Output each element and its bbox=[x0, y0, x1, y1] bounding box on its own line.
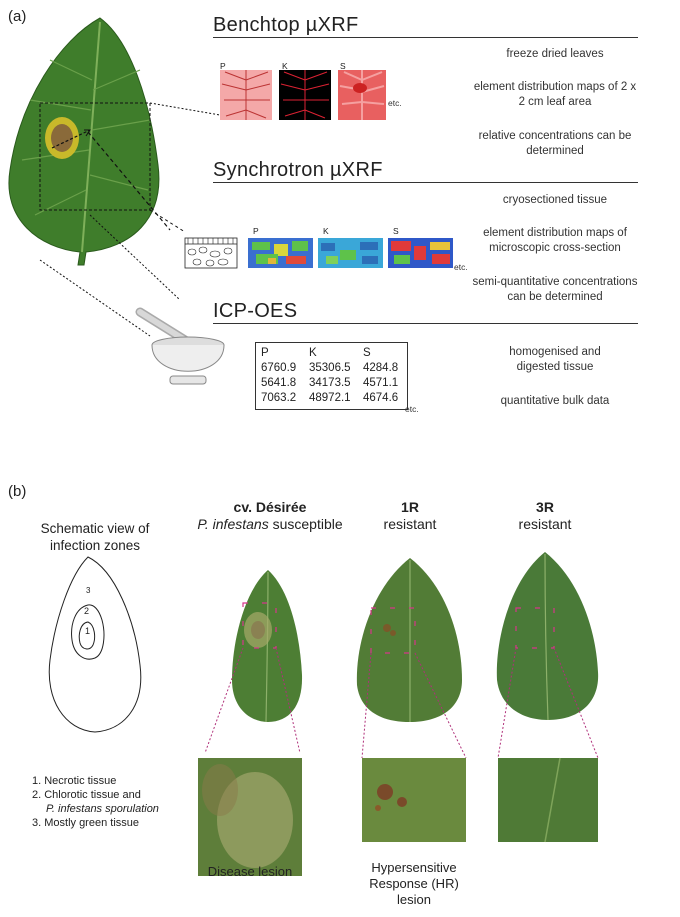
cross-section-icon bbox=[184, 237, 238, 269]
cultivar-sub: susceptible bbox=[268, 516, 343, 532]
schematic-leaf-outline bbox=[48, 556, 142, 733]
panel-a-graphic bbox=[8, 17, 238, 385]
legend-item: 1. Necrotic tissue bbox=[32, 775, 117, 787]
cultivar-sub: resistant bbox=[383, 516, 437, 532]
table-cell: 35306.5 bbox=[309, 362, 351, 374]
benchtop-elem-k: K bbox=[282, 61, 288, 71]
schematic-title: Schematic view of infection zones bbox=[40, 521, 150, 553]
synch-elem-k: K bbox=[323, 226, 329, 236]
table-cell: 4674.6 bbox=[363, 392, 399, 404]
benchtop-map-s bbox=[338, 70, 386, 120]
table-cell: 4571.1 bbox=[363, 377, 399, 389]
icp-title: ICP-OES bbox=[213, 300, 298, 322]
cultivar-name: 1R bbox=[401, 499, 419, 515]
icp-desc-1: homogenised and digested tissue bbox=[509, 346, 601, 373]
benchtop-desc-1: freeze dried leaves bbox=[506, 48, 604, 60]
synch-elem-p: P bbox=[253, 226, 259, 236]
benchtop-map-k bbox=[279, 70, 331, 120]
table-row: 5641.8 34173.5 4571.1 bbox=[261, 376, 402, 391]
table-header-cell: S bbox=[363, 347, 371, 359]
zone-label-1: 1 bbox=[85, 626, 91, 636]
leaf-photo-3r bbox=[496, 552, 599, 720]
icp-etc: etc. bbox=[405, 404, 419, 414]
table-cell: 7063.2 bbox=[261, 392, 297, 404]
benchtop-rule bbox=[213, 37, 638, 38]
table-cell: 5641.8 bbox=[261, 377, 297, 389]
leaf-illustration bbox=[8, 17, 160, 266]
benchtop-desc-2: element distribution maps of 2 x 2 cm le… bbox=[473, 81, 637, 108]
zone-label-2: 2 bbox=[84, 606, 90, 616]
legend-item: 2. Chlorotic tissue and bbox=[32, 789, 141, 801]
table-header-row: P K S bbox=[261, 346, 402, 361]
benchtop-elem-s: S bbox=[340, 61, 346, 71]
synch-map-p bbox=[248, 238, 313, 268]
synch-map-s bbox=[388, 238, 453, 268]
table-row: 6760.9 35306.5 4284.8 bbox=[261, 361, 402, 376]
icp-rule bbox=[213, 323, 638, 324]
table-cell: 6760.9 bbox=[261, 362, 297, 374]
table-cell: 48972.1 bbox=[309, 392, 351, 404]
benchtop-etc: etc. bbox=[388, 98, 402, 108]
table-cell: 4284.8 bbox=[363, 362, 399, 374]
cultivar-1r-title: 1R resistant bbox=[365, 499, 455, 533]
mortar-pestle-icon bbox=[135, 307, 225, 385]
icp-desc-2: quantitative bulk data bbox=[500, 395, 610, 407]
panel-b-label: (b) bbox=[8, 483, 27, 500]
synch-desc-2: element distribution maps of microscopic… bbox=[483, 227, 627, 254]
legend-item: P. infestans sporulation bbox=[46, 803, 159, 815]
cultivar-sub-italic: P. infestans bbox=[197, 516, 269, 532]
concentration-table: P K S 6760.9 35306.5 4284.8 5641.8 34173… bbox=[255, 342, 409, 410]
table-header-cell: K bbox=[309, 347, 317, 359]
benchtop-map-p bbox=[220, 70, 272, 120]
cultivar-name: cv. Désirée bbox=[233, 499, 307, 515]
leaf-selection-box bbox=[39, 102, 151, 211]
legend-item: 3. Mostly green tissue bbox=[32, 817, 139, 829]
cultivar-desiree-title: cv. Désirée P. infestans susceptible bbox=[195, 499, 345, 533]
synchrotron-title: Synchrotron µXRF bbox=[213, 159, 383, 181]
lesion-brown-zone bbox=[51, 124, 73, 152]
zone-1-outline bbox=[78, 621, 96, 650]
zoom-photo-1r bbox=[362, 758, 466, 842]
synch-desc-1: cryosectioned tissue bbox=[502, 194, 608, 206]
benchtop-title: Benchtop µXRF bbox=[213, 14, 359, 36]
benchtop-elem-p: P bbox=[220, 61, 226, 71]
caption-disease-lesion: Disease lesion bbox=[207, 864, 293, 879]
table-row: 7063.2 48972.1 4674.6 bbox=[261, 391, 402, 406]
zone-legend: 1. Necrotic tissue 2. Chlorotic tissue a… bbox=[32, 774, 159, 830]
caption-hr-lesion: Hypersensitive Response (HR) lesion bbox=[369, 860, 459, 907]
panel-b-graphic bbox=[48, 552, 599, 876]
table-header-cell: P bbox=[261, 347, 269, 359]
zone-label-3: 3 bbox=[86, 586, 91, 595]
cultivar-3r-title: 3R resistant bbox=[500, 499, 590, 533]
synch-map-k bbox=[318, 238, 383, 268]
cultivar-sub: resistant bbox=[518, 516, 572, 532]
table-cell: 34173.5 bbox=[309, 377, 351, 389]
synchrotron-rule bbox=[213, 182, 638, 183]
synch-etc: etc. bbox=[454, 262, 468, 272]
synch-desc-3: semi-quantitative concentrations can be … bbox=[472, 276, 638, 303]
panel-a-label: (a) bbox=[8, 8, 27, 25]
synch-elem-s: S bbox=[393, 226, 399, 236]
cultivar-name: 3R bbox=[536, 499, 554, 515]
zone-2-outline bbox=[71, 604, 105, 660]
benchtop-desc-3: relative concentrations can be determine… bbox=[478, 130, 632, 157]
